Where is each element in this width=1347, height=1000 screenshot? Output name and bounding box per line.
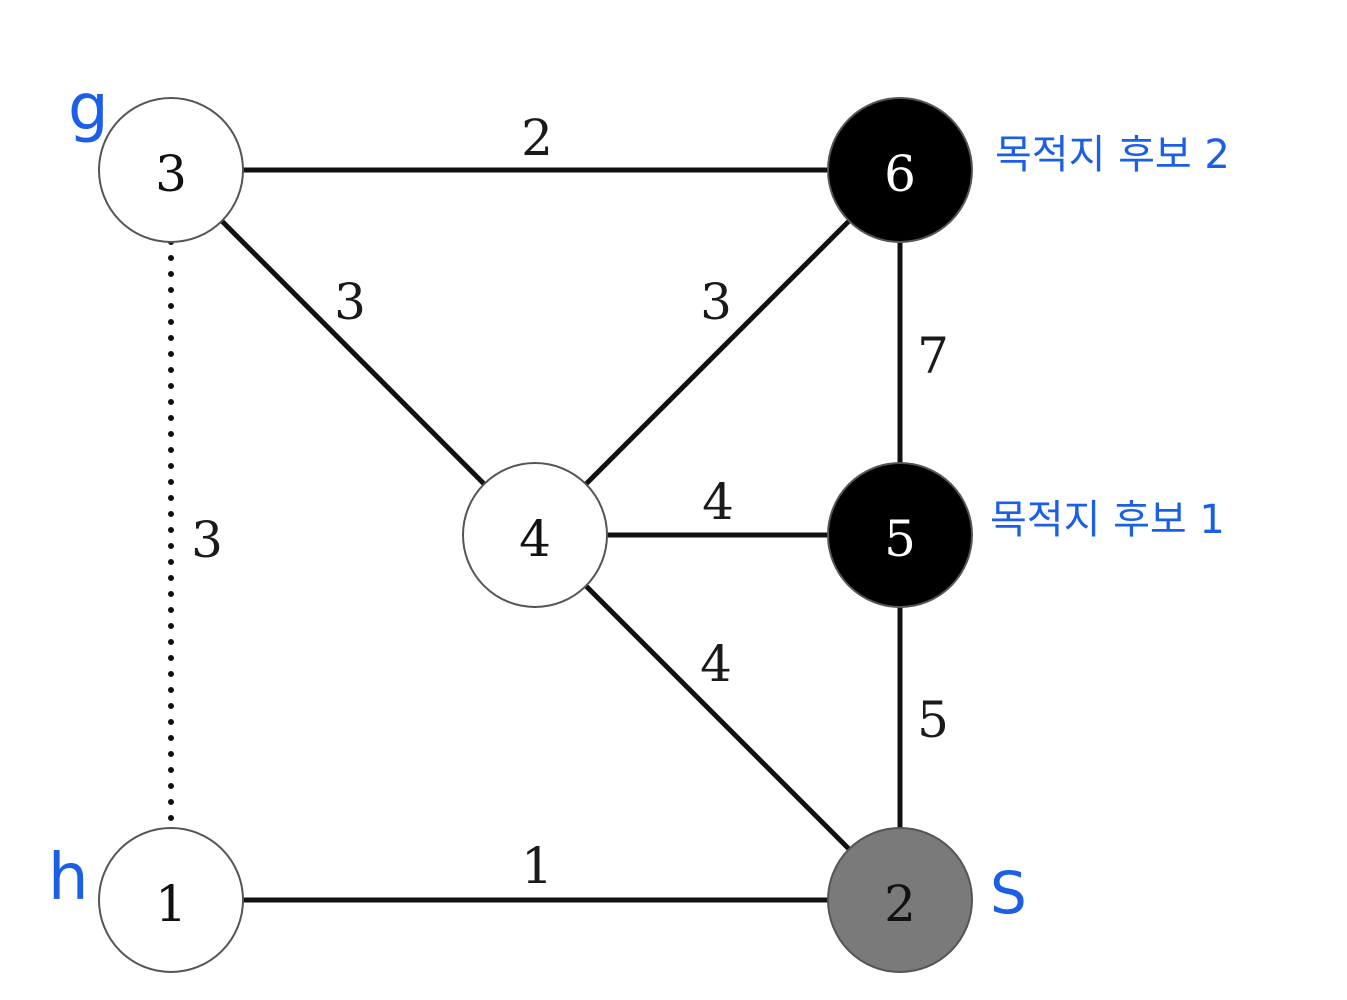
node-circle-g xyxy=(98,97,244,243)
annotations-layer: g h S 목적지 후보 2 목적지 후보 1 xyxy=(48,71,1230,927)
node-circle-h xyxy=(98,827,244,973)
edge-weight-g-n4: 3 xyxy=(334,273,366,331)
edge-weight-n4-s: 4 xyxy=(700,635,732,693)
node-label-h: 1 xyxy=(155,875,187,933)
edge-weight-g-h: 3 xyxy=(191,511,223,569)
node-label-n6: 6 xyxy=(884,145,916,203)
edge-n4-n6 xyxy=(584,219,851,486)
annotation-candidate-1: 목적지 후보 1 xyxy=(990,497,1225,543)
edge-g-n4 xyxy=(220,219,486,486)
node-n4: 4 xyxy=(462,462,608,608)
edge-weight-g-n6: 2 xyxy=(521,109,553,167)
node-label-g: 3 xyxy=(155,145,187,203)
edge-n4-s xyxy=(584,584,851,851)
node-g: 3 xyxy=(98,97,244,243)
node-circle-s xyxy=(827,827,973,973)
edge-weight-n4-n5: 4 xyxy=(702,473,734,531)
annotation-s-letter: S xyxy=(990,859,1027,927)
annotation-h-letter: h xyxy=(48,841,89,915)
annotation-g-letter: g xyxy=(68,71,109,145)
node-s: 2 xyxy=(827,827,973,973)
node-label-s: 2 xyxy=(884,875,916,933)
node-circle-n4 xyxy=(462,462,608,608)
node-circle-n6 xyxy=(827,97,973,243)
node-n6: 6 xyxy=(827,97,973,243)
node-circle-n5 xyxy=(827,462,973,608)
node-n5: 5 xyxy=(827,462,973,608)
node-label-n5: 5 xyxy=(884,510,916,568)
edge-weight-n4-n6: 3 xyxy=(700,273,732,331)
edge-weight-n5-s: 5 xyxy=(917,691,949,749)
node-label-n4: 4 xyxy=(519,510,551,568)
edges-layer xyxy=(168,167,903,903)
nodes-layer: 3 6 4 5 1 2 xyxy=(98,97,973,973)
edge-weight-n6-n5: 7 xyxy=(917,327,949,385)
weights-layer: 2 3 3 7 4 4 5 3 1 xyxy=(191,109,949,895)
edge-weight-h-s: 1 xyxy=(521,837,553,895)
node-h: 1 xyxy=(98,827,244,973)
annotation-candidate-2: 목적지 후보 2 xyxy=(995,132,1230,178)
